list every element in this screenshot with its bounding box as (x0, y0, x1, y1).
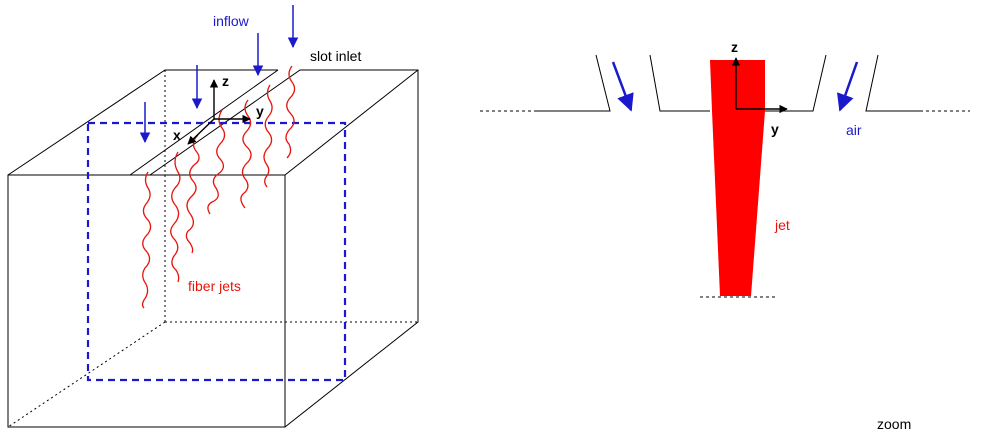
wall-right-inner (765, 54, 827, 112)
box-top-right-edge (284, 69, 419, 176)
air-arrow-left (611, 61, 634, 112)
wall-right-nozzle (865, 54, 920, 112)
zoom-view (480, 54, 970, 298)
x-axis-arrow (187, 118, 215, 145)
fiber-jet-2 (170, 151, 181, 283)
air-arrow-right (837, 61, 859, 112)
fiber-jet-3 (185, 134, 200, 254)
fiber-jets (141, 65, 296, 309)
box-3d (7, 69, 419, 428)
axes-3d (187, 79, 251, 145)
box-front-face (7, 174, 286, 428)
inflow-arrows (139, 5, 299, 144)
slot-inlet-label: slot inlet (310, 48, 361, 64)
box-hidden-edges (7, 70, 418, 428)
jet-shape (710, 60, 765, 296)
wall-left-nozzle (535, 54, 611, 112)
fiber-jet-6 (263, 84, 273, 188)
slot-edge-left (129, 69, 279, 176)
zoom-y-axis-label: y (771, 121, 779, 137)
zoom-label: zoom (877, 416, 911, 432)
z-axis-label: z (222, 73, 229, 89)
fiber-jet-4 (207, 109, 226, 215)
jet-label: jet (774, 217, 790, 233)
y-axis-label: y (256, 103, 264, 119)
zoom-region-box (86, 121, 347, 382)
fiber-jet-1 (141, 171, 152, 309)
air-label: air (846, 122, 862, 138)
x-axis-label: x (173, 127, 181, 143)
inflow-label: inflow (213, 13, 250, 29)
wall-left-inner (649, 54, 710, 112)
fiber-jet-7 (285, 65, 296, 159)
fiber-jet-5 (240, 99, 252, 209)
fiber-jets-label: fiber jets (188, 278, 241, 294)
zoom-z-axis-label: z (731, 39, 738, 55)
